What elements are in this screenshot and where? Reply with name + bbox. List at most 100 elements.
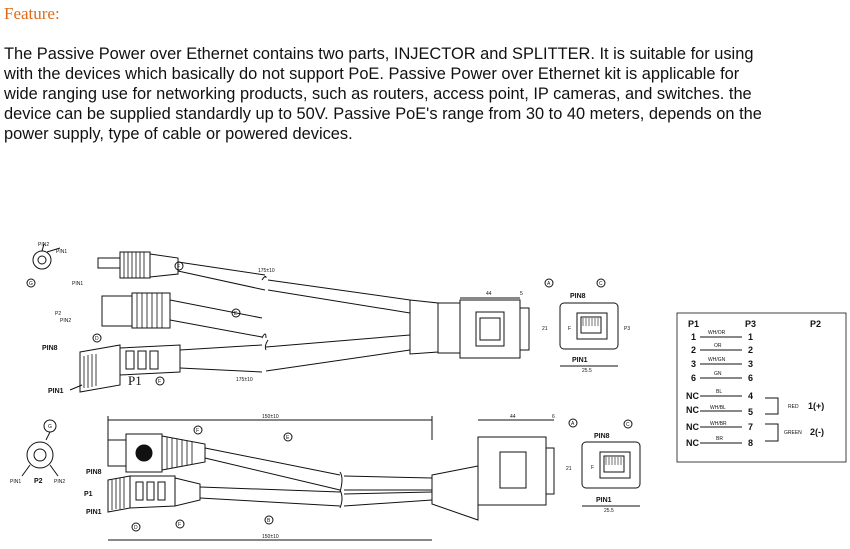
label-pin2-bottom: PIN2 [54,479,65,485]
feature-line: power supply, type of cable or powered d… [4,125,353,143]
jack-width-bottom: 25.5 [604,508,614,514]
callout-c: C [599,281,603,287]
callout-f-bottom: F [196,428,199,434]
label-p2-bottom: P2 [34,478,43,485]
dim-44-bottom: 44 [510,414,516,420]
p1-cell: 1 [691,332,696,342]
p3-cell: 8 [748,438,753,448]
p3-cell: 3 [748,359,753,369]
length-top-bottom: 150±10 [262,414,279,420]
callout-f2: F [158,379,161,385]
bottom-jack-front-view: A C PIN8 F PIN1 25.5 21 [566,418,641,514]
callout-c-bottom: C [626,422,630,428]
g-dc-front [26,441,54,469]
feature-line: with the devices which basically do not … [4,65,740,83]
wire-cell: WH/BR [710,421,727,427]
jack-pin8-bottom: PIN8 [594,433,610,440]
red-label: RED [788,404,799,410]
green-label: GREEN [784,430,802,436]
p3-cell: 4 [748,391,753,401]
callout-f: F [177,264,180,270]
p3-cell: 1 [748,332,753,342]
length-top-label: 175±10 [258,268,275,274]
feature-line: device can be supplied standardly up to … [4,105,762,123]
red-value: 1(+) [808,401,824,411]
bottom-cable-assembly: G PIN1 P2 PIN2 150±10 F E PIN8 P1 P [10,414,555,541]
p1-cell: 6 [691,373,696,383]
pinout-table: P1 P3 P2 1 WH/OR 1 2 OR 2 3 WH/GN 3 6 GN… [676,312,847,463]
label-pin1-bottom: PIN1 [10,479,21,485]
green-value: 2(-) [810,427,824,437]
label-pin2-b: PIN2 [60,318,71,324]
label-p3: P3 [624,326,630,332]
jack-pin8: PIN8 [570,293,586,300]
dim-5: 5 [520,291,523,297]
callout-e: E [234,311,238,317]
label-pin8: PIN8 [42,345,58,352]
p3-cell: 6 [748,373,753,383]
p1-cell: 3 [691,359,696,369]
feature-line: wide ranging use for networking products… [4,85,752,103]
p3-cell: 7 [748,422,753,432]
callout-f2-bottom: F [178,522,181,528]
label-p1: P1 [128,373,142,388]
wire-cell: BL [716,389,722,395]
label-pin8-bottom: PIN8 [86,469,102,476]
jack-pin1: PIN1 [572,357,588,364]
callout-g: G [29,281,33,287]
feature-line: The Passive Power over Ethernet contains… [4,45,754,63]
feature-heading: Feature: [4,4,60,23]
header-p1: P1 [688,319,699,329]
p1-cell: 2 [691,345,696,355]
p1-cell: NC [686,438,699,448]
p3-cell: 5 [748,407,753,417]
top-coupler-body [437,302,461,354]
wire-cell: GN [714,371,722,377]
callout-g-bottom: G [48,424,52,430]
label-p1-bottom: P1 [84,491,93,498]
label-pin1-b: PIN1 [72,281,83,287]
wire-cell: BR [716,436,723,442]
p1-cell: NC [686,391,699,401]
jack-f: F [568,326,571,332]
dim-6-bottom: 6 [552,414,555,420]
feature-description: The Passive Power over Ethernet contains… [4,44,850,144]
jack-pin1-bottom: PIN1 [596,497,612,504]
label-pin1: PIN1 [56,249,67,255]
length-bottom-label: 175±10 [236,377,253,383]
wire-cell: WH/OR [708,330,726,336]
label-pin1-bottom-b: PIN1 [86,509,102,516]
jack-f-bottom: F [591,465,594,471]
callout-a-bottom: A [571,421,575,427]
header-p3: P3 [745,319,756,329]
jack-height-bottom: 21 [566,466,572,472]
label-pin2: PIN2 [38,242,49,248]
g-dc-connector [32,250,52,270]
dc-plug-body [119,251,151,279]
callout-e-bottom: E [286,435,290,441]
p1-cell: NC [686,422,699,432]
callout-a: A [547,281,551,287]
dim-44: 44 [486,291,492,297]
callout-d: D [95,336,99,342]
length-bottom-bottom: 150±10 [262,534,279,540]
header-p2: P2 [810,319,821,329]
jack-height: 21 [542,326,548,332]
pinout-rows: 1 WH/OR 1 2 OR 2 3 WH/GN 3 6 GN 6 NC BL … [686,330,753,448]
wire-cell: WH/BL [710,405,726,411]
wire-cell: WH/GN [708,357,726,363]
bottom-rj45-jack [477,436,547,506]
p3-cell: 2 [748,345,753,355]
label-pin1-c: PIN1 [48,388,64,395]
g-dc-connector-inner [37,255,47,265]
top-jack-front-view: A C PIN8 F P3 PIN1 25.5 21 [542,278,630,374]
callout-b-bottom: B [267,518,271,524]
jack-width: 25.5 [582,368,592,374]
callout-d-bottom: D [134,525,138,531]
top-rj45-jack [459,299,521,359]
rj45-plug-p1 [79,344,121,393]
label-p2: P2 [55,311,61,317]
p1-cell: NC [686,405,699,415]
wire-cell: OR [714,343,722,349]
